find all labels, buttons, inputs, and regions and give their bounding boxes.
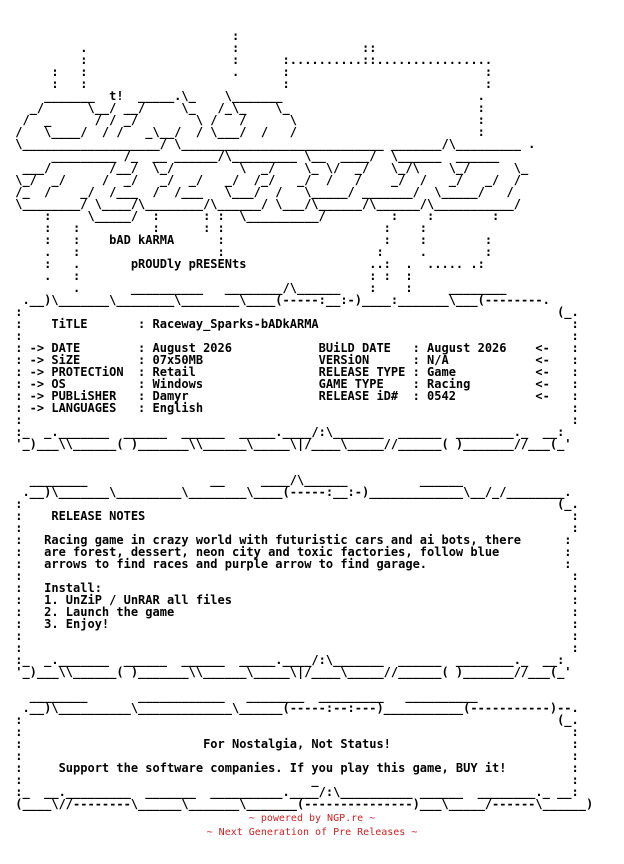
footer-tagline: ~ Next Generation of Pre Releases ~ — [206, 827, 418, 838]
footer-powered-by: ~ powered by NGP.re ~ — [0, 812, 624, 826]
ngp-link[interactable]: ~ powered by NGP.re ~ — [248, 813, 376, 824]
nfo-ascii-art: : . : :: : : :..........::..............… — [15, 29, 594, 811]
